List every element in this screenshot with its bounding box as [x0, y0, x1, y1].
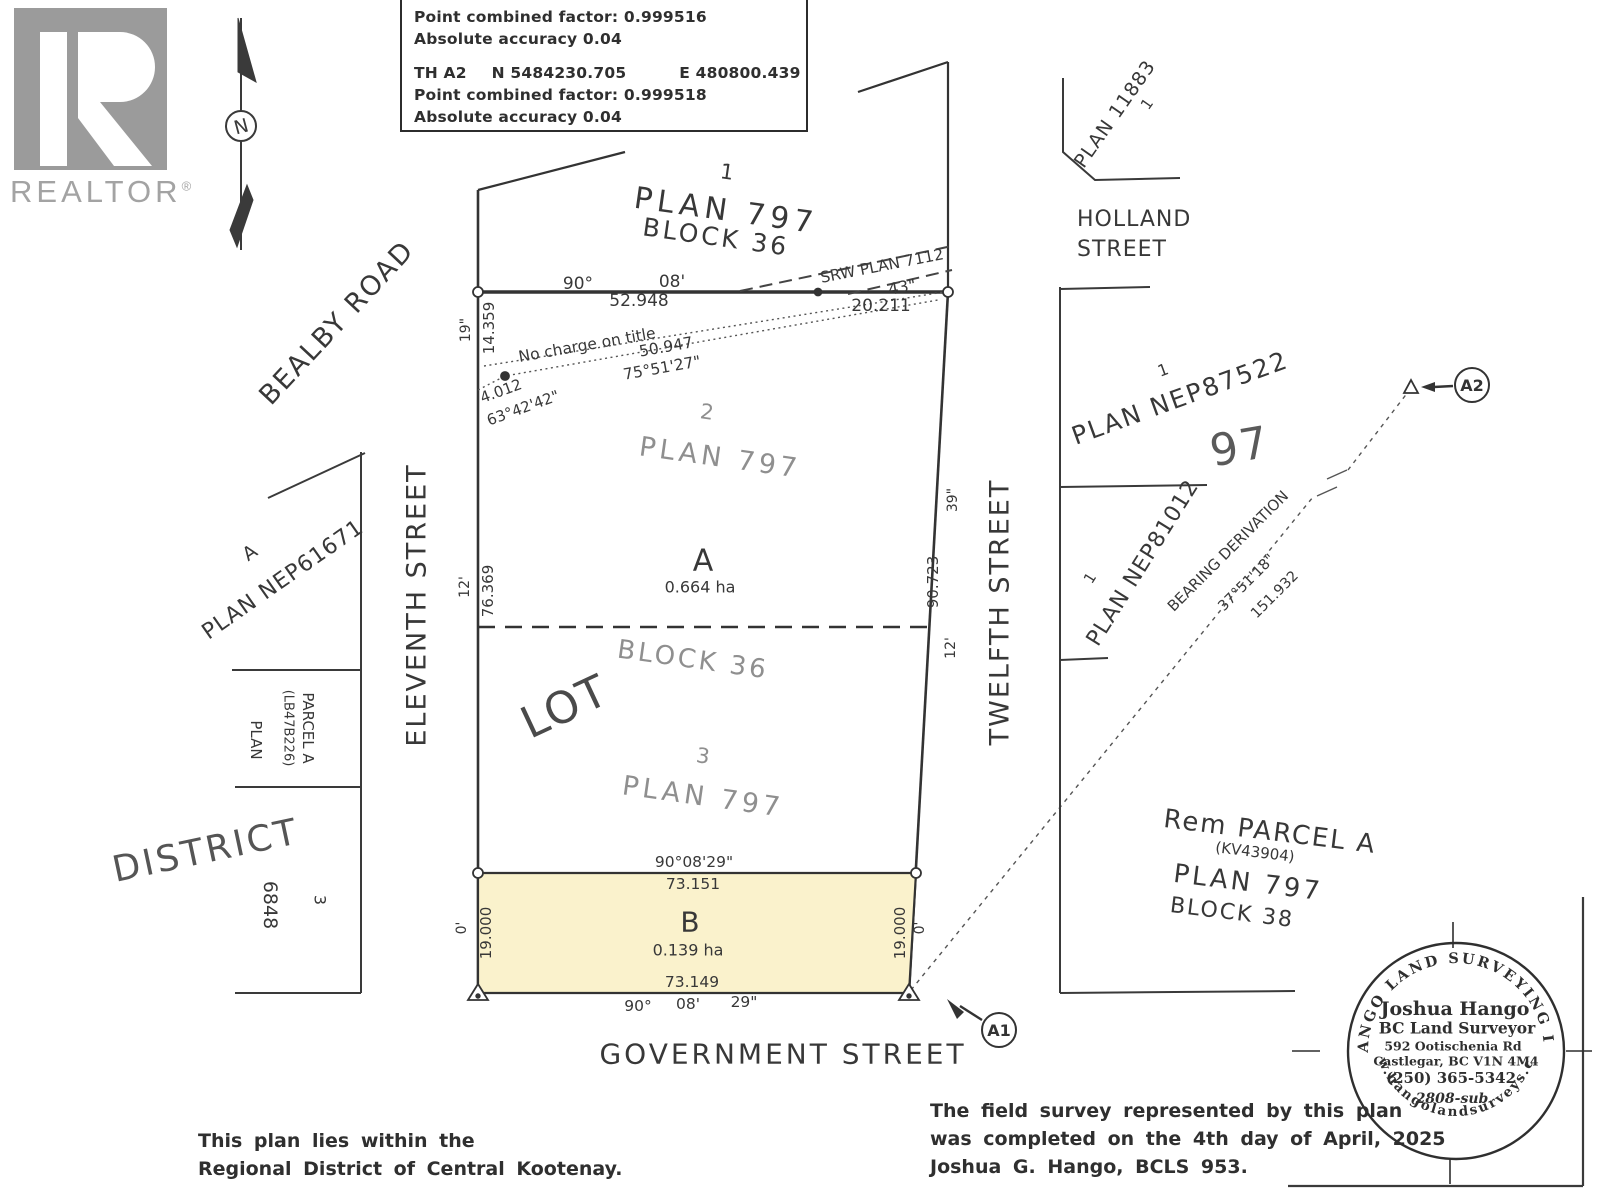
cp2-easting: E 480800.439: [679, 64, 801, 82]
b-top-length: 73.151: [665, 875, 721, 893]
dim-north-len-e: 20.211: [851, 296, 911, 316]
dim-east-sec: 39": [945, 487, 961, 513]
realtor-wordmark: REALTOR®: [10, 174, 195, 210]
control-row-2: TH A2 N 5484230.705 E 480800.439: [414, 64, 801, 82]
cp2-factor: Point combined factor: 0.999518: [414, 86, 707, 104]
control-point-table: [400, 0, 808, 132]
control-point-a2: A2: [1421, 367, 1490, 403]
control-point-a1: A1: [947, 999, 1017, 1048]
main-block-boundaries: [476, 60, 950, 994]
dim-west-len1: 14.359: [480, 301, 498, 355]
survey-note-1: The field survey represented by this pla…: [930, 1100, 1403, 1122]
dim-west-sec: 19": [458, 317, 474, 343]
cp1-easting: E 480767.246: [679, 0, 800, 2]
b-west-min: 0': [454, 921, 470, 935]
corner-monuments: [466, 286, 1420, 1001]
a1-label: A1: [987, 1021, 1011, 1040]
cp1-northing: N 5484779.252: [492, 0, 674, 2]
stamp-address-1: 592 Ootischenia Rd: [1384, 1038, 1522, 1054]
dim-west-min: 12': [457, 576, 473, 598]
street-eleventh: ELEVENTH STREET: [401, 463, 433, 747]
west-parcel-a-tag: (LB47B226): [280, 689, 296, 767]
b-bottom-min: 08': [676, 995, 700, 1013]
parcel-a-area: 0.664 ha: [664, 577, 736, 597]
realtor-word: REALTOR: [10, 174, 182, 209]
parcel-b-label: B: [680, 905, 700, 939]
street-holland-1: HOLLAND: [1077, 207, 1192, 232]
parcel-b-area: 0.139 ha: [652, 940, 724, 960]
north-arrow-n: N: [232, 115, 251, 140]
b-bottom-deg: 90°: [624, 997, 652, 1015]
north-arrow-icon: [225, 17, 257, 250]
dim-north-len-w: 52.948: [609, 291, 669, 311]
street-holland-2: STREET: [1077, 237, 1167, 262]
plan-6848: 6848: [259, 880, 281, 930]
survey-note-2: was completed on the 4th day of April, 2…: [930, 1128, 1446, 1150]
a2-label: A2: [1460, 376, 1484, 395]
b-west-length: 19.000: [477, 906, 495, 960]
stamp-surveyor-name: Joshua Hango: [1380, 998, 1530, 1020]
survey-note-3: Joshua G. Hango, BCLS 953.: [930, 1156, 1248, 1178]
b-top-bearing: 90°08'29": [654, 853, 734, 871]
west-parcel-a-plan: PLAN: [247, 720, 265, 760]
west-lot-3: 3: [310, 894, 330, 906]
jurisdiction-note-2: Regional District of Central Kootenay.: [198, 1158, 623, 1180]
srw-dashed-lines: [739, 245, 953, 295]
cp1-factor: Point combined factor: 0.999516: [414, 8, 707, 26]
b-bottom-sec: 29": [730, 993, 758, 1011]
district-lot-97: 97: [1206, 416, 1274, 478]
stamp-file-number: 2808-sub: [1415, 1091, 1489, 1107]
stamp-phone: (250) 365-5342: [1385, 1069, 1517, 1087]
cp2-accuracy: Absolute accuracy 0.04: [414, 108, 622, 126]
dim-east-min: 12': [943, 637, 959, 659]
street-twelfth: TWELFTH STREET: [984, 478, 1016, 746]
parcel-a-label: A: [692, 543, 714, 579]
stamp-address-2: Castlegar, BC V1N 4M4: [1373, 1053, 1539, 1069]
jurisdiction-note-1: This plan lies within the: [198, 1130, 475, 1152]
cp1-id: AP A1: [414, 0, 486, 2]
cp2-northing: N 5484230.705: [491, 64, 627, 82]
dim-north-min: 08': [658, 272, 686, 292]
control-row-1: AP A1 N 5484779.252 E 480767.246: [414, 0, 801, 2]
cp1-accuracy: Absolute accuracy 0.04: [414, 30, 622, 48]
west-block-lines: [232, 452, 366, 994]
b-bottom-length: 73.149: [664, 973, 720, 991]
dim-west-len2: 76.369: [479, 564, 497, 618]
bearing-derivation-line: [910, 391, 1409, 991]
stamp-surveyor-title: BC Land Surveyor: [1378, 1018, 1536, 1038]
dim-north-deg: 90°: [562, 274, 594, 294]
realtor-logo: [14, 8, 167, 170]
sheet-border: [1288, 897, 1585, 1188]
registered-mark: ®: [181, 178, 196, 194]
b-east-length: 19.000: [891, 906, 909, 960]
west-parcel-a-name: PARCEL A: [299, 692, 317, 764]
dim-east-len: 90.723: [924, 555, 942, 609]
b-east-min: 0': [912, 921, 928, 935]
cp2-id: TH A2: [414, 64, 467, 82]
no-charge-dotted-lines: [477, 291, 945, 391]
east-block-lines: [1059, 78, 1296, 994]
street-government: GOVERNMENT STREET: [599, 1037, 967, 1071]
